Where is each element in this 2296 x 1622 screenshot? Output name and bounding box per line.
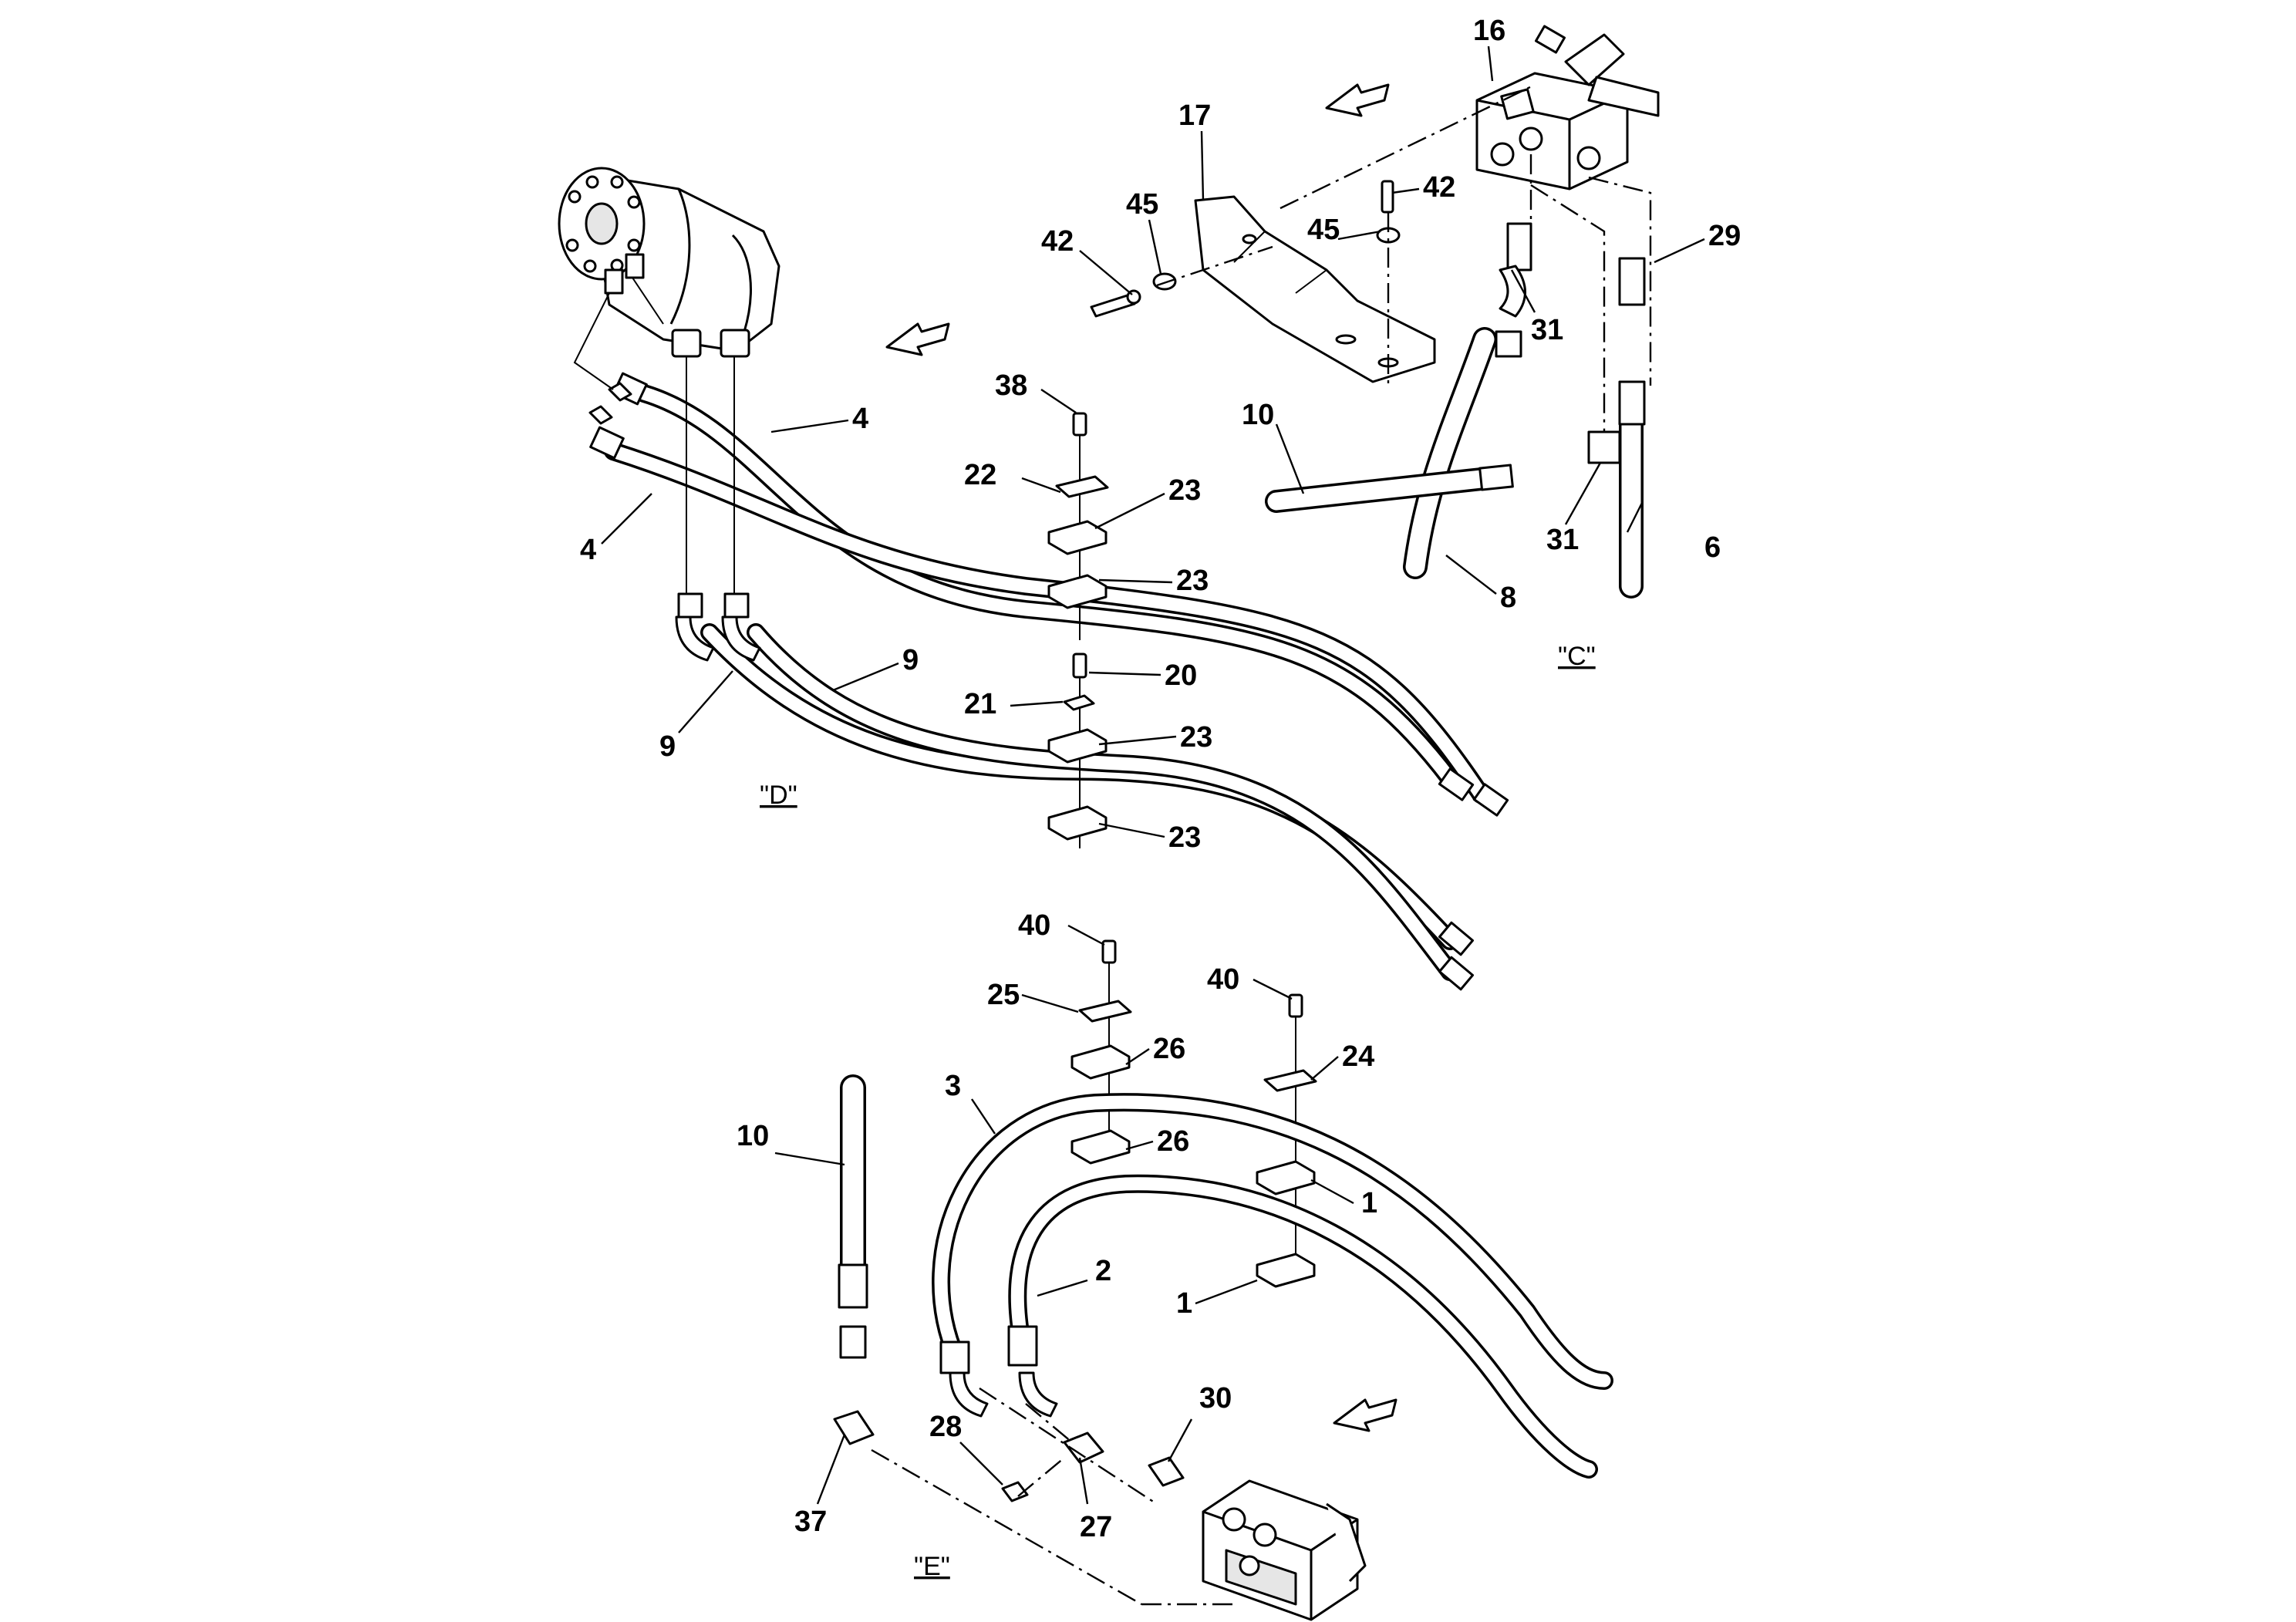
callout-42b: 42 bbox=[1041, 225, 1074, 258]
callout-31a: 31 bbox=[1531, 314, 1563, 346]
callout-40a: 40 bbox=[1018, 909, 1050, 942]
callout-22: 22 bbox=[964, 459, 996, 491]
view-label-d: "D" bbox=[760, 781, 797, 810]
callout-1b: 1 bbox=[1176, 1287, 1192, 1320]
view-label-c: "C" bbox=[1558, 642, 1596, 671]
callout-10b: 10 bbox=[737, 1120, 769, 1152]
hose-4-pair bbox=[588, 372, 1509, 817]
callout-23c: 23 bbox=[1180, 721, 1212, 754]
callout-1a: 1 bbox=[1361, 1187, 1377, 1219]
callout-10a: 10 bbox=[1242, 399, 1274, 431]
callout-30: 30 bbox=[1199, 1382, 1232, 1415]
callout-labels: 16 17 42 45 42 45 29 31 10 31 6 8 "C" 38… bbox=[580, 15, 1741, 1581]
direction-arrow-icon bbox=[885, 83, 1397, 1432]
callout-26b: 26 bbox=[1157, 1125, 1189, 1158]
callout-27: 27 bbox=[1080, 1511, 1112, 1543]
mounting-bracket-17 bbox=[1194, 195, 1436, 383]
callout-9a: 9 bbox=[902, 644, 919, 676]
callout-23b: 23 bbox=[1176, 565, 1209, 597]
fasteners-42-45 bbox=[1090, 180, 1401, 318]
callout-42a: 42 bbox=[1423, 171, 1455, 204]
callout-3: 3 bbox=[945, 1070, 961, 1102]
callout-9b: 9 bbox=[659, 730, 676, 763]
pump-block bbox=[1202, 1479, 1367, 1621]
hoses-view-e bbox=[833, 1074, 1613, 1479]
callout-38: 38 bbox=[995, 369, 1027, 402]
callout-4b: 4 bbox=[580, 534, 596, 566]
callout-45a: 45 bbox=[1126, 188, 1158, 221]
callout-20: 20 bbox=[1165, 659, 1197, 692]
callout-26a: 26 bbox=[1153, 1033, 1185, 1065]
callout-28: 28 bbox=[929, 1411, 962, 1443]
hoses-view-c bbox=[1265, 222, 1646, 599]
callout-37: 37 bbox=[794, 1506, 827, 1538]
callout-31b: 31 bbox=[1546, 524, 1579, 556]
callout-29: 29 bbox=[1708, 220, 1741, 252]
callout-17: 17 bbox=[1178, 99, 1211, 132]
callout-21: 21 bbox=[964, 688, 996, 720]
leader-lines bbox=[601, 46, 1705, 1505]
callout-24: 24 bbox=[1342, 1040, 1374, 1073]
callout-25: 25 bbox=[987, 979, 1020, 1011]
fittings-27-28-30 bbox=[1001, 1431, 1185, 1502]
callout-40b: 40 bbox=[1207, 963, 1239, 996]
callout-2: 2 bbox=[1095, 1255, 1111, 1287]
view-label-e: "E" bbox=[914, 1552, 950, 1581]
clamp-stack-upper bbox=[1047, 412, 1109, 848]
callout-6: 6 bbox=[1704, 531, 1721, 564]
callout-16: 16 bbox=[1473, 15, 1505, 47]
clamp-stack-lower bbox=[1070, 939, 1317, 1288]
callout-45b: 45 bbox=[1307, 214, 1340, 246]
callout-4a: 4 bbox=[852, 403, 868, 435]
steering-motor bbox=[558, 167, 781, 358]
control-valve bbox=[1475, 25, 1660, 191]
callout-8: 8 bbox=[1500, 582, 1516, 614]
callout-23d: 23 bbox=[1168, 821, 1201, 854]
callout-23a: 23 bbox=[1168, 474, 1201, 507]
